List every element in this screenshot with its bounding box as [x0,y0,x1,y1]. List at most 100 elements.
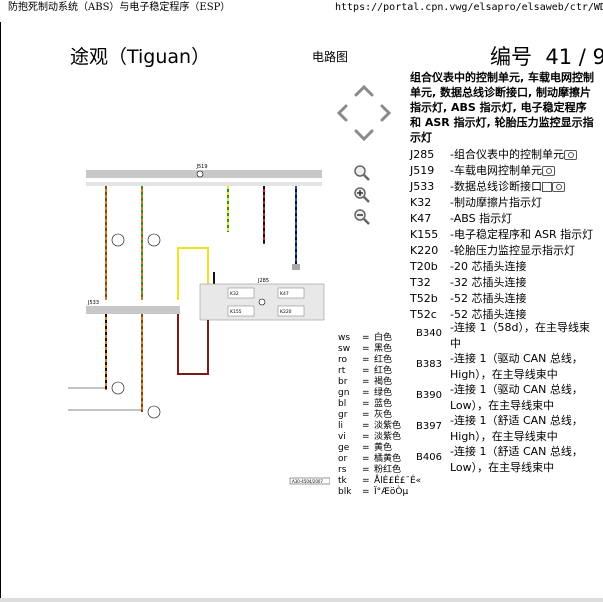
j519-connector-strip [86,182,322,186]
arrow-up-icon[interactable] [354,84,374,97]
legend-row: T20b-20 芯插头连接 [410,258,526,274]
connection-row: B390-连接 1（驱动 CAN 总线，Low），在主导线束中 [416,382,596,413]
model-title: 途观（Tiguan） [70,46,211,68]
lamp-k32 [227,287,255,299]
camera-icon[interactable] [541,166,555,176]
color-row: gn=绿色 [338,388,393,398]
j285-label: J285 [257,278,269,284]
j519-bar [86,170,322,178]
page-number-prefix: 编号 [490,45,532,69]
color-code: rt [338,366,346,376]
color-code: li [338,421,344,431]
connection-row: B397-连接 1（舒适 CAN 总线，High），在主导线束中 [416,413,596,444]
color-row: rt=红色 [338,366,393,376]
color-name: 红色 [374,366,393,376]
legend-row: K220 -轮胎压力监控显示指示灯 [410,242,575,258]
legend-row: K47 -ABS 指示灯 [410,210,512,226]
connection-code: B340 [416,328,442,339]
lamp-k155 [227,305,255,317]
color-row: vi=淡紫色 [338,432,402,442]
component-desc: -轮胎压力监控显示指示灯 [450,244,575,257]
terminal-icon [292,264,300,270]
camera-icon[interactable] [563,150,577,160]
node-b406 [147,405,161,419]
zoom-reset-icon[interactable] [353,164,371,182]
connection-desc: -连接 1（驱动 CAN 总线，High），在主导线束中 [450,352,583,381]
color-row: or=橘黄色 [338,454,402,464]
wire-darkred-loop [177,314,209,375]
diagram-title: 组合仪表中的控制单元, 车载电网控制单元, 数据总线诊断接口, 制动摩擦片指示灯… [410,71,595,144]
legend-row: T52b-52 芯插头连接 [410,290,526,306]
lamp-k47 [277,287,305,299]
connection-row: B383-连接 1（驱动 CAN 总线，High），在主导线束中 [416,351,596,382]
color-name: 绿色 [374,388,393,398]
color-row: li=淡紫色 [338,421,402,431]
legend-row: K32-制动摩擦片指示灯 [410,194,542,210]
zoom-out-icon[interactable] [353,208,371,226]
j533-bar [86,306,180,314]
component-desc: -制动摩擦片指示灯 [450,196,542,209]
color-code: blk [338,487,352,497]
component-code: K220 [410,244,439,257]
component-desc: -组合仪表中的控制单元 [450,148,564,161]
connection-row: B340-连接 1（58d），在主导线束中 [416,320,596,351]
component-code: T32 [410,276,431,289]
header-url[interactable]: https://portal.cpn.vwg/elsapro/elsaweb/c… [335,2,603,13]
color-code: sw [338,344,351,354]
color-name: 粉红色 [374,465,402,475]
component-desc: -ABS 指示灯 [450,212,513,225]
lamp-k155-label: K155 [230,309,242,315]
j519-label: J519 [195,164,207,170]
legend-row: J285-组合仪表中的控制单元 [410,146,577,162]
color-name: Ï°ÆöÒµ [374,487,409,497]
color-code: ge [338,443,350,453]
footer-code-box [289,477,330,485]
j285-ground-icon [258,298,266,306]
color-name: 淡紫色 [374,432,402,442]
color-code: or [338,454,348,464]
color-name: 黑色 [374,344,393,354]
color-name: ÅlÉ£É£¯É« [374,476,422,486]
lamp-k220-label: K220 [280,309,292,315]
node-b397 [111,381,125,395]
wiring-diagram: J519 J533 J285 K32 K47 K155 K220 A30-450… [68,164,330,485]
arrow-right-icon[interactable] [380,104,392,122]
color-code: ro [338,355,348,365]
page-number-value: 41 / 9 [545,45,603,69]
color-code: br [338,377,348,387]
connection-code: B406 [416,452,442,463]
component-code: J533 [410,180,435,193]
connection-code: B390 [416,390,442,401]
component-desc: -数据总线诊断接口 [450,180,542,193]
j533-label: J533 [87,300,99,306]
color-row: blk=Ï°ÆöÒµ [338,487,409,497]
color-code: gr [338,410,348,420]
color-code: bl [338,399,347,409]
color-row: ro=红色 [338,355,393,365]
page-header: 防抱死制动系统（ABS）与电子稳定程序（ESP） https://portal.… [0,0,603,16]
legend-row: T32 -32 芯插头连接 [410,274,526,290]
component-desc: -32 芯插头连接 [450,276,527,289]
component-desc: -52 芯插头连接 [450,308,527,321]
ground-symbol-icon [196,170,204,178]
color-name: 褐色 [374,377,393,387]
arrow-down-icon[interactable] [354,129,374,142]
component-code: T52b [410,292,438,305]
legend-row: K155-电子稳定程序和 ASR 指示灯 [410,226,593,242]
color-row: ge=黄色 [338,443,393,453]
connection-code: B397 [416,421,442,432]
arrow-left-icon[interactable] [336,104,348,122]
color-code: rs [338,465,347,475]
component-code: K47 [410,212,432,225]
color-name: 灰色 [374,410,393,420]
camera-icon[interactable] [551,182,565,192]
color-code: tk [338,476,347,486]
horizontal-scrollbar[interactable] [0,598,603,602]
component-code: J519 [410,164,435,177]
legend-row: J533 -数据总线诊断接口 [410,178,565,194]
zoom-in-icon[interactable] [353,186,371,204]
color-row: tk=ÅlÉ£É£¯É« [338,476,422,486]
color-row: gr=灰色 [338,410,393,420]
connection-desc: -连接 1（舒适 CAN 总线，Low），在主导线束中 [450,445,583,474]
color-name: 黄色 [374,443,393,453]
